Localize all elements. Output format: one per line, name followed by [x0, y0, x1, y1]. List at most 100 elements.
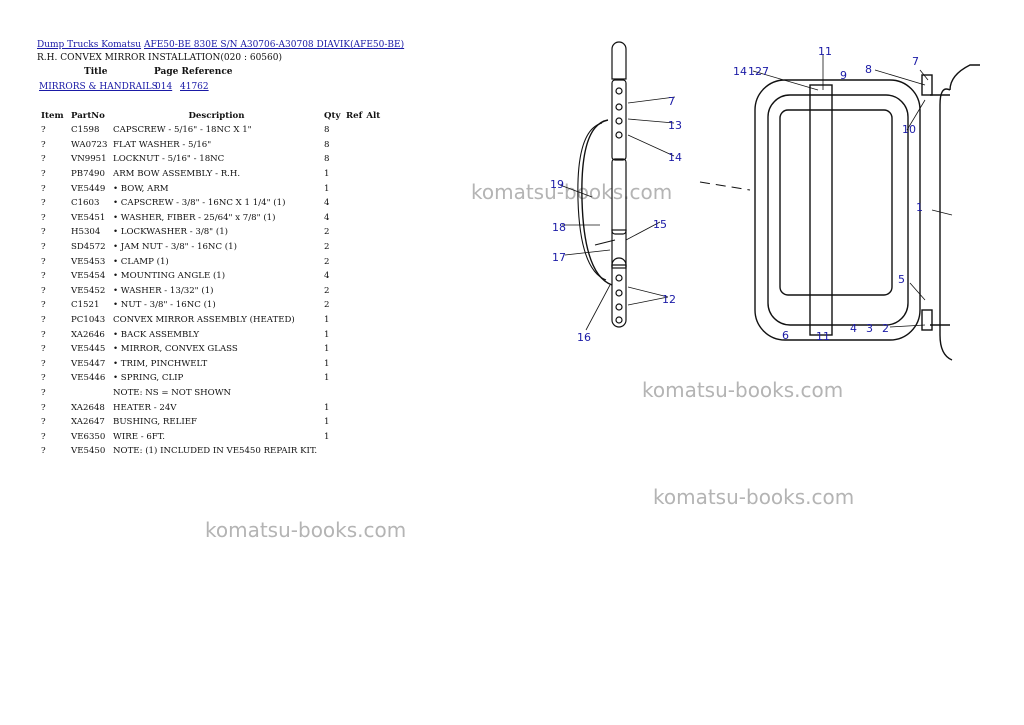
parts-table: Item PartNo Description Qty Ref Alt ?C15…	[37, 108, 384, 459]
cell-ref	[344, 371, 364, 386]
cell-item: ?	[41, 285, 46, 296]
page-link[interactable]: 014	[155, 82, 173, 92]
cell-part-no: VE5452	[71, 285, 106, 296]
cell-ref	[344, 298, 364, 313]
table-row: ?VE5453• CLAMP (1)2	[37, 254, 384, 269]
table-row: ?VE5451• WASHER, FIBER - 25/64" x 7/8" (…	[37, 211, 384, 226]
cell-qty: 1	[324, 315, 330, 326]
cell-description: CAPSCREW - 5/16" - 18NC X 1"	[113, 125, 252, 136]
table-row: ?VE5454• MOUNTING ANGLE (1)4	[37, 269, 384, 284]
cell-alt	[364, 123, 384, 138]
cell-ref	[344, 415, 364, 430]
centerline	[699, 181, 751, 191]
cell-qty: 2	[324, 227, 330, 238]
cell-description: BUSHING, RELIEF	[113, 417, 197, 428]
watermark: komatsu-books.com	[205, 518, 407, 542]
cell-item: ?	[41, 139, 46, 150]
cell-ref	[344, 386, 364, 401]
breadcrumb-model-link[interactable]: AFE50-BE 830E S/N A30706-A30708 DIAVIK(A…	[143, 40, 405, 50]
callout-8: 8	[865, 63, 872, 76]
callout-9: 9	[840, 69, 847, 82]
col-alt: Alt	[366, 110, 381, 121]
cell-qty	[322, 386, 344, 401]
cell-alt	[364, 400, 384, 415]
cell-part-no: VE6350	[71, 431, 106, 442]
callout-19: 19	[550, 178, 564, 191]
cell-part-no: C1521	[71, 300, 100, 311]
callout-7: 7	[762, 65, 769, 78]
cell-part-no: XA2646	[71, 329, 105, 340]
cell-alt	[364, 429, 384, 444]
cell-description: • CAPSCREW - 3/8" - 16NC X 1 1/4" (1)	[113, 198, 286, 209]
cell-item: ?	[41, 315, 46, 326]
ref-link[interactable]: 41762	[180, 82, 209, 92]
cell-description: • BACK ASSEMBLY	[113, 329, 200, 340]
cell-alt	[364, 225, 384, 240]
cell-qty: 4	[324, 271, 330, 282]
cell-alt	[364, 181, 384, 196]
breadcrumb-home-link[interactable]: Dump Trucks Komatsu	[37, 40, 142, 50]
leader	[594, 239, 616, 246]
cell-part-no: C1603	[71, 198, 100, 209]
cell-alt	[364, 152, 384, 167]
cell-description: • JAM NUT - 3/8" - 16NC (1)	[113, 242, 237, 253]
cell-alt	[364, 284, 384, 299]
cell-part-no	[69, 386, 111, 401]
callout-2: 2	[882, 322, 889, 335]
cell-alt	[364, 357, 384, 372]
cell-item: ?	[41, 242, 46, 253]
cell-part-no: SD4572	[71, 242, 106, 253]
callout-11: 11	[818, 45, 832, 58]
cell-qty: 2	[324, 242, 330, 253]
mirror-trim	[577, 122, 607, 281]
cell-qty: 2	[324, 285, 330, 296]
cell-alt	[364, 167, 384, 182]
callout-14: 14	[733, 65, 747, 78]
cell-ref	[344, 240, 364, 255]
callout-18: 18	[552, 221, 566, 234]
title-header: Title	[84, 67, 108, 77]
table-row: ? C1603 • CAPSCREW - 3/8" - 16NC X 1 1/4" …	[37, 196, 384, 211]
cell-qty: 8	[324, 139, 330, 150]
mirrors-handrails-link[interactable]: MIRRORS & HANDRAILS	[39, 82, 158, 92]
cell-part-no: PB7490	[71, 169, 105, 180]
cell-item: ?	[41, 227, 46, 238]
cell-ref	[344, 313, 364, 328]
callout-10: 10	[902, 123, 916, 136]
callout-7: 7	[912, 55, 919, 68]
cell-description: • CLAMP (1)	[113, 256, 169, 267]
cell-qty: 1	[324, 358, 330, 369]
cell-description: NOTE: (1) INCLUDED IN VE5450 REPAIR KIT.	[113, 446, 318, 457]
cell-qty: 1	[324, 373, 330, 384]
cell-item: ?	[41, 198, 46, 209]
cell-part-no: VE5454	[71, 271, 106, 282]
cell-ref	[344, 444, 364, 459]
cell-ref	[344, 196, 364, 211]
cell-part-no: H5304	[71, 227, 101, 238]
cell-part-no: C1598	[71, 125, 100, 136]
cell-item: ?	[41, 154, 46, 165]
callout-5: 5	[898, 273, 905, 286]
cell-part-no: XA2647	[71, 417, 105, 428]
cell-ref	[344, 181, 364, 196]
cell-alt	[364, 327, 384, 342]
cell-alt	[364, 138, 384, 153]
cell-item: ?	[41, 344, 46, 355]
cell-description: FLAT WASHER - 5/16"	[113, 139, 212, 150]
callout-6: 6	[782, 329, 789, 342]
cell-description: • TRIM, PINCHWELT	[113, 358, 208, 369]
cell-part-no: VN9951	[71, 154, 107, 165]
cell-ref	[344, 152, 364, 167]
cell-alt	[364, 313, 384, 328]
cell-item: ?	[41, 402, 46, 413]
table-row: ? SD4572 • JAM NUT - 3/8" - 16NC (1) 2	[37, 240, 384, 255]
